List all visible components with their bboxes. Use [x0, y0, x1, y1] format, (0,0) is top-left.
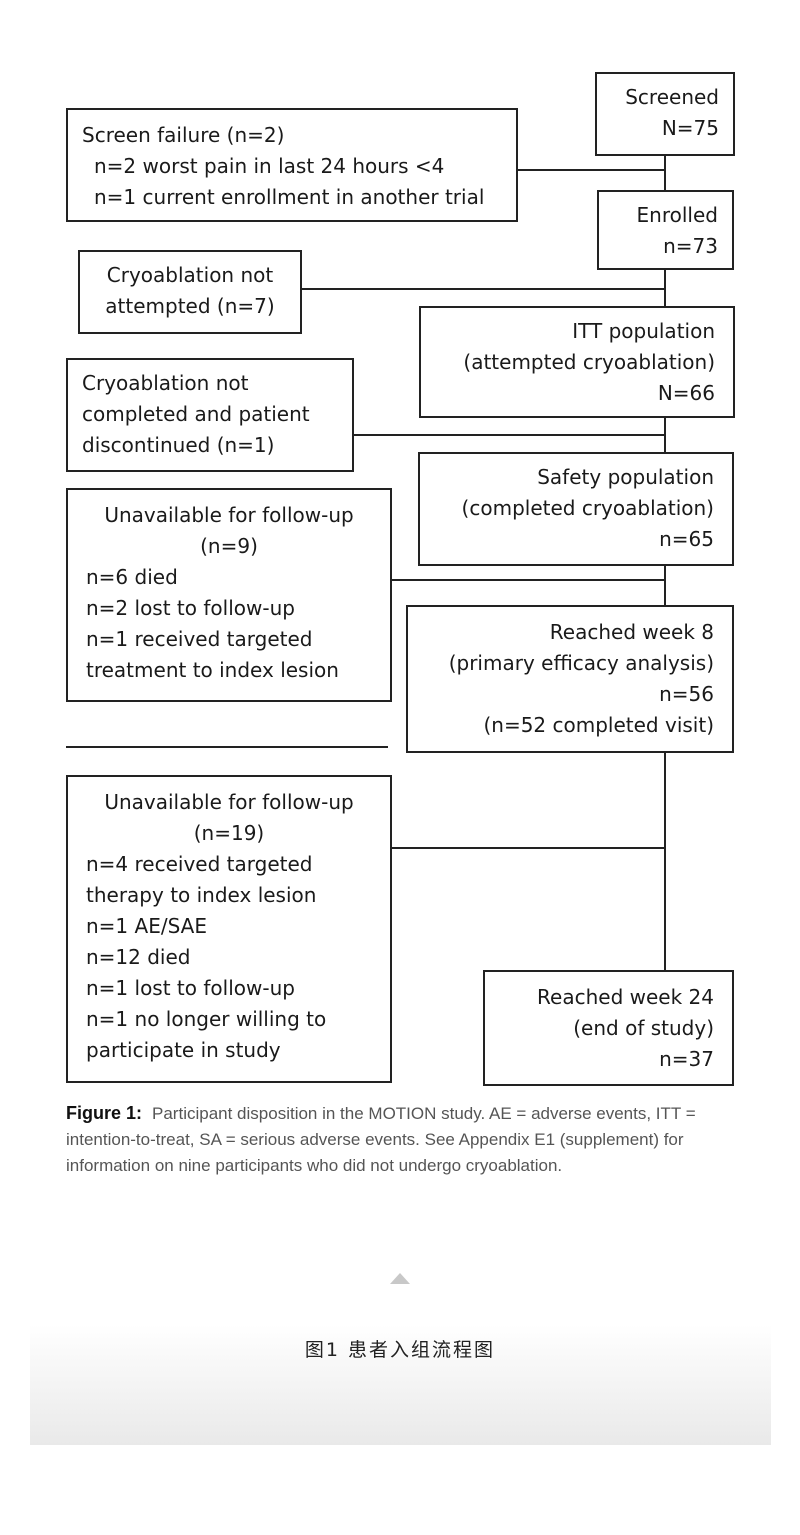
- cryo-not-attempted-line-1: Cryoablation not: [106, 263, 274, 287]
- unavailable-week8-targeted-2: treatment to index lesion: [86, 658, 339, 682]
- unavailable-week24-unwilling-1: n=1 no longer willing to: [86, 1007, 327, 1031]
- safety-population-subtitle: (completed cryoablation): [461, 496, 714, 520]
- screen-failure-title: Screen failure (n=2): [82, 123, 285, 147]
- reached-week24-count: n=37: [659, 1047, 714, 1071]
- unavailable-week8-title: Unavailable for follow-up: [104, 503, 354, 527]
- reached-week24-subtitle: (end of study): [573, 1016, 714, 1040]
- safety-population-box: Safety population (completed cryoablatio…: [418, 452, 734, 566]
- reached-week8-completed: (n=52 completed visit): [483, 713, 714, 737]
- figure-caption: Figure 1:Participant disposition in the …: [66, 1100, 746, 1179]
- cryo-not-attempted-box: Cryoablation not attempted (n=7): [78, 250, 302, 334]
- reached-week8-box: Reached week 8 (primary efficacy analysi…: [406, 605, 734, 753]
- unavailable-week8-count: (n=9): [200, 534, 258, 558]
- cryo-not-completed-box: Cryoablation not completed and patient d…: [66, 358, 354, 472]
- unavailable-week24-ae: n=1 AE/SAE: [86, 914, 207, 938]
- safety-population-count: n=65: [659, 527, 714, 551]
- chinese-figure-caption: 图1 患者入组流程图: [304, 1339, 496, 1361]
- unavailable-week8-targeted-1: n=1 received targeted: [86, 627, 313, 651]
- screened-box: Screened N=75: [595, 72, 735, 156]
- itt-population-box: ITT population (attempted cryoablation) …: [419, 306, 735, 418]
- reached-week24-box: Reached week 24 (end of study) n=37: [483, 970, 734, 1086]
- unavailable-week24-targeted-1: n=4 received targeted: [86, 852, 313, 876]
- unavailable-week24-targeted-2: therapy to index lesion: [86, 883, 317, 907]
- safety-population-title: Safety population: [537, 465, 714, 489]
- unavailable-week24-title: Unavailable for follow-up: [104, 790, 354, 814]
- figure-caption-text: Participant disposition in the MOTION st…: [66, 1104, 696, 1175]
- enrolled-box: Enrolled n=73: [597, 190, 734, 270]
- screened-label: Screened: [625, 85, 719, 109]
- unavailable-week24-unwilling-2: participate in study: [86, 1038, 281, 1062]
- cryo-not-completed-line-2: completed and patient: [82, 402, 310, 426]
- itt-population-count: N=66: [657, 381, 715, 405]
- unavailable-week24-lost: n=1 lost to follow-up: [86, 976, 295, 1000]
- caption-shade: [30, 1325, 771, 1445]
- reached-week8-subtitle: (primary efficacy analysis): [448, 651, 714, 675]
- cryo-not-completed-line-3: discontinued (n=1): [82, 433, 275, 457]
- cryo-not-completed-line-1: Cryoablation not: [82, 371, 249, 395]
- unavailable-week8-died: n=6 died: [86, 565, 178, 589]
- figure-caption-label: Figure 1:: [66, 1103, 143, 1123]
- screen-failure-reason-1: n=2 worst pain in last 24 hours <4: [94, 154, 445, 178]
- screen-failure-box: Screen failure (n=2) n=2 worst pain in l…: [66, 108, 518, 222]
- itt-population-title: ITT population: [572, 319, 715, 343]
- unavailable-week24-died: n=12 died: [86, 945, 191, 969]
- cryo-not-attempted-line-2: attempted (n=7): [105, 294, 275, 318]
- screen-failure-reason-2: n=1 current enrollment in another trial: [94, 185, 485, 209]
- collapse-arrow-icon[interactable]: [390, 1273, 410, 1284]
- unavailable-week24-count: (n=19): [193, 821, 265, 845]
- reached-week8-count: n=56: [659, 682, 714, 706]
- screened-count: N=75: [661, 116, 719, 140]
- unavailable-week8-lost: n=2 lost to follow-up: [86, 596, 295, 620]
- unavailable-week8-box: Unavailable for follow-up (n=9) n=6 died…: [66, 488, 392, 702]
- enrolled-count: n=73: [663, 234, 718, 258]
- enrolled-label: Enrolled: [636, 203, 718, 227]
- reached-week24-title: Reached week 24: [537, 985, 714, 1009]
- reached-week8-title: Reached week 8: [549, 620, 714, 644]
- itt-population-subtitle: (attempted cryoablation): [463, 350, 715, 374]
- unavailable-week24-box: Unavailable for follow-up (n=19) n=4 rec…: [66, 775, 392, 1083]
